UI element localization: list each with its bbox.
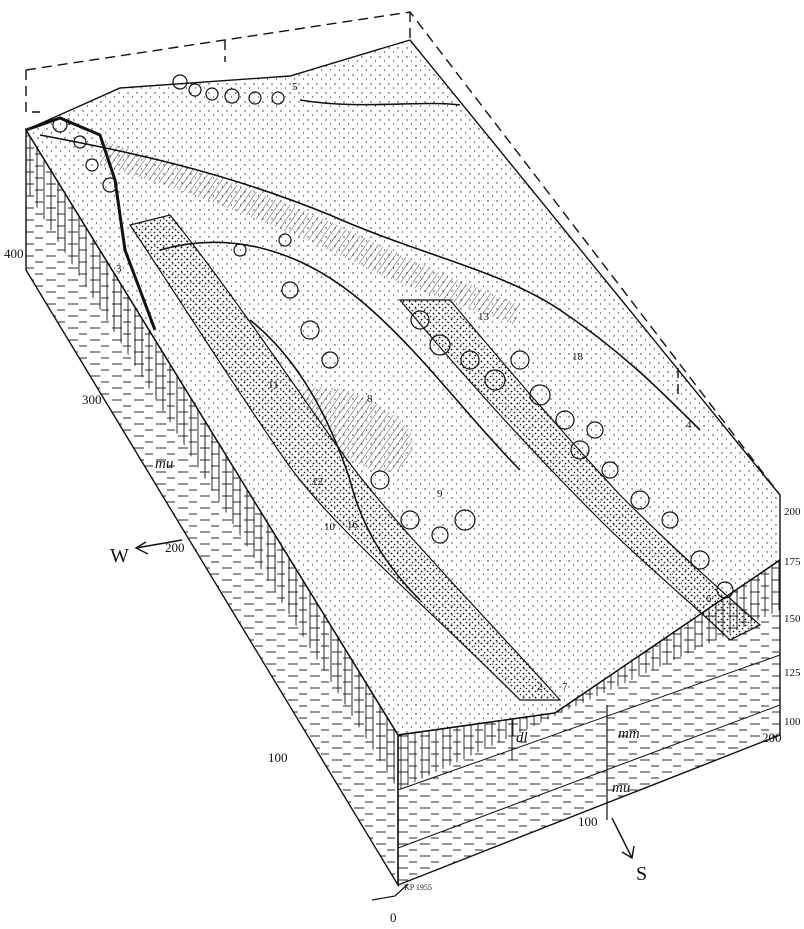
axis-label-left: 300 (82, 392, 102, 407)
axis-label-front: 200 (762, 730, 782, 745)
feature-number: 7 (562, 681, 568, 693)
axis-label-front: 0 (390, 910, 397, 925)
feature-number: 9 (437, 488, 443, 500)
geology-label-mu-left: mu (155, 456, 173, 472)
south-arrow (612, 818, 634, 858)
signature: KP 1955 (404, 883, 432, 892)
axis-label-right: 200 (784, 506, 801, 518)
feature-number: 11 (268, 379, 279, 391)
feature-number: 12 (312, 476, 323, 488)
geology-label-dl: dl (516, 730, 528, 746)
axis-label-right: 125 (784, 667, 801, 679)
axis-label-right: 150 (784, 613, 801, 625)
axis-label-front: 100 (578, 814, 598, 829)
feature-number: 3 (116, 263, 122, 275)
axis-label-left: 100 (268, 750, 288, 765)
feature-number: 18 (572, 351, 584, 363)
geology-label-mm: mm (618, 726, 640, 742)
south-label: S (636, 863, 647, 885)
feature-number: 5 (292, 81, 298, 93)
axis-label-right: 175 (784, 556, 801, 568)
feature-number: 16 (347, 519, 359, 531)
origin-arrow (372, 884, 408, 900)
feature-number: 10 (324, 521, 336, 533)
geology-label-mu: mu (612, 780, 630, 796)
feature-number: 13 (478, 311, 490, 323)
feature-number: 2 (537, 681, 543, 693)
feature-number: 6 (706, 593, 712, 605)
west-label: W (110, 545, 129, 567)
axis-label-left: 400 (4, 246, 24, 261)
feature-number: 1 (66, 116, 72, 128)
feature-number: 8 (367, 393, 373, 405)
feature-number: 4 (686, 419, 692, 431)
axis-label-right: 100 (784, 716, 801, 728)
